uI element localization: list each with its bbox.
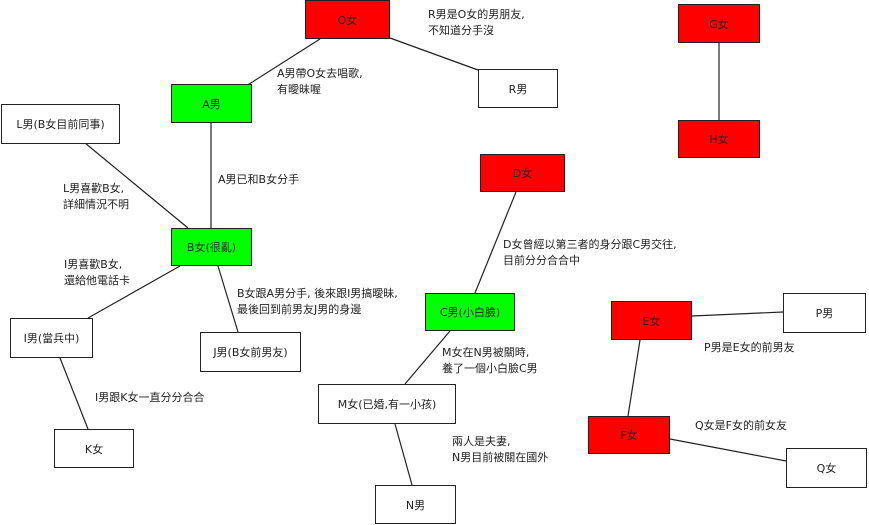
node-a-male: A男 (171, 84, 252, 123)
note-b-history: B女跟A男分手, 後來跟I男搞曖昧, 最後回到前男友J男的身邊 (237, 286, 398, 318)
note-line: M女在N男被關時, (442, 346, 530, 359)
note-m-n: 兩人是夫妻, N男目前被關在國外 (452, 434, 548, 466)
node-o-female: O女 (305, 0, 390, 39)
node-i-male: I男(當兵中) (10, 318, 93, 358)
node-h-female: H女 (678, 120, 760, 158)
note-line: N男目前被關在國外 (452, 451, 549, 464)
note-i-b: I男喜歡B女, 還給他電話卡 (64, 257, 130, 289)
note-a-b: A男已和B女分手 (218, 173, 300, 186)
node-q-female: Q女 (786, 448, 867, 488)
edge-m-n (394, 423, 413, 486)
node-b-female: B女(很亂) (171, 228, 252, 266)
node-f-female: F女 (588, 416, 670, 454)
edge-d-c (474, 191, 517, 294)
note-line: R男是O女的男朋友, (428, 8, 525, 21)
note-line: 養了一個小白臉C男 (442, 362, 538, 375)
edge-f-q (669, 438, 787, 462)
edge-b-j (217, 265, 239, 333)
node-m-female: M女(已婚,有一小孩) (318, 384, 456, 424)
node-l-male: L男(B女目前同事) (1, 104, 120, 144)
note-line: D女曾經以第三者的身分跟C男交往, (503, 238, 677, 251)
note-q-f: Q女是F女的前女友 (695, 419, 787, 432)
edge-b-i (87, 265, 181, 319)
note-line: I男喜歡B女, (64, 258, 123, 271)
note-line: 目前分分合合中 (503, 254, 580, 267)
edge-o-r (389, 37, 479, 71)
note-line: 兩人是夫妻, (452, 435, 511, 448)
note-line: B女跟A男分手, 後來跟I男搞曖昧, (237, 287, 398, 300)
note-line: 最後回到前男友J男的身邊 (237, 303, 362, 316)
edge-e-f (627, 339, 641, 417)
note-m-c: M女在N男被關時, 養了一個小白臉C男 (442, 345, 538, 377)
note-line: L男喜歡B女, (63, 182, 125, 195)
note-a-o: A男帶O女去唱歌, 有曖昧喔 (277, 66, 363, 98)
edge-o-a (245, 38, 321, 87)
note-line: 有曖昧喔 (277, 83, 321, 96)
node-j-male: J男(B女前男友) (200, 332, 301, 372)
node-k-female: K女 (54, 429, 134, 468)
node-d-female: D女 (480, 154, 565, 192)
note-line: 還給他電話卡 (64, 274, 130, 287)
node-e-female: E女 (611, 301, 692, 340)
note-p-e: P男是E女的前男友 (704, 341, 795, 354)
edge-i-k (59, 357, 89, 430)
note-d-c: D女曾經以第三者的身分跟C男交往, 目前分分合合中 (503, 237, 677, 269)
node-n-male: N男 (375, 485, 456, 524)
node-c-male: C男(小白臉) (425, 293, 515, 331)
note-line: 詳細情況不明 (63, 198, 129, 211)
note-line: 不知道分手沒 (428, 24, 494, 37)
node-p-male: P男 (783, 293, 866, 333)
note-i-k: I男跟K女一直分分合合 (95, 391, 205, 404)
node-r-male: R男 (478, 69, 558, 108)
edge-c-m (404, 330, 451, 385)
note-l-b: L男喜歡B女, 詳細情況不明 (63, 181, 129, 213)
node-g-female: G女 (678, 4, 760, 43)
note-line: A男帶O女去唱歌, (277, 67, 363, 80)
edge-e-p (691, 311, 784, 317)
note-r-relationship: R男是O女的男朋友, 不知道分手沒 (428, 7, 525, 39)
edge-l-b (84, 142, 189, 229)
